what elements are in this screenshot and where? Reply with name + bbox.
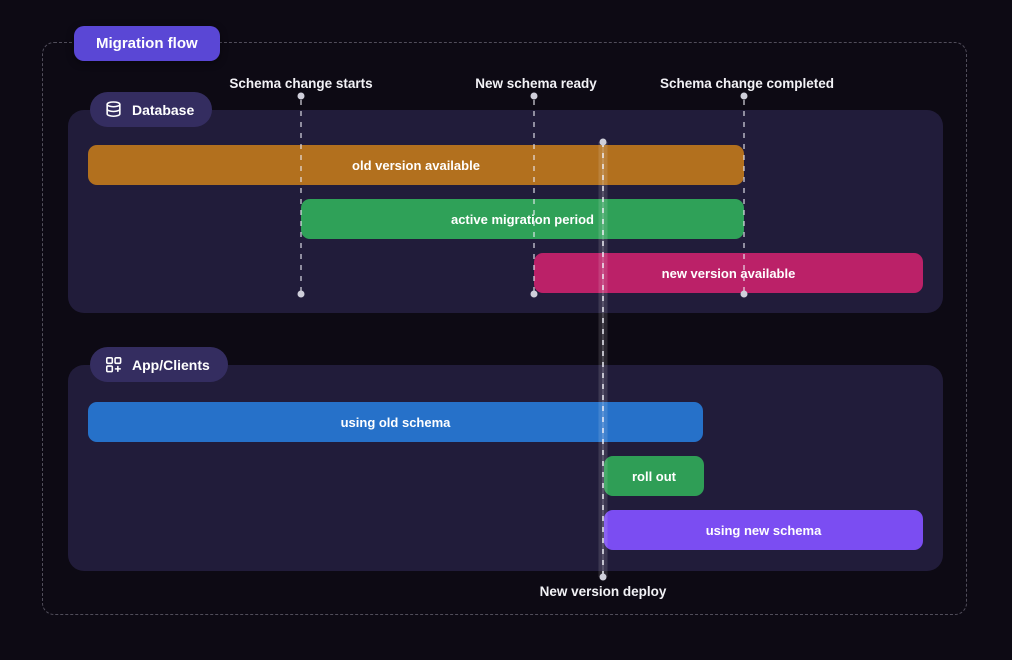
- milestone-dot-bottom-2: [530, 290, 538, 298]
- database-section-label: Database: [132, 101, 195, 118]
- bar-label: new version available: [661, 265, 796, 281]
- deploy-line: [602, 142, 604, 577]
- bar-label: using old schema: [340, 414, 451, 430]
- milestone-label-schema-change-starts: Schema change starts: [229, 76, 373, 91]
- bar-using-old-schema: using old schema: [88, 402, 703, 442]
- milestone-line-schema-change-completed: [743, 100, 745, 294]
- deploy-dot-top: [599, 138, 607, 146]
- bar-roll-out: roll out: [604, 456, 704, 496]
- milestone-label-new-schema-ready: New schema ready: [475, 76, 597, 91]
- milestone-dot-top-3: [740, 92, 748, 100]
- app-clients-section-label: App/Clients: [132, 356, 210, 373]
- deploy-marker-label: New version deploy: [539, 584, 667, 599]
- bar-new-version-available: new version available: [534, 253, 923, 293]
- bar-old-version-available: old version available: [88, 145, 744, 185]
- bar-label: active migration period: [450, 211, 595, 227]
- diagram-frame: [42, 42, 967, 615]
- diagram-title: Migration flow: [96, 35, 198, 52]
- database-section-pill: Database: [90, 92, 213, 127]
- bar-using-new-schema: using new schema: [604, 510, 923, 550]
- milestone-dot-bottom-1: [297, 290, 305, 298]
- milestone-line-schema-change-starts: [300, 100, 302, 294]
- milestone-label-schema-change-completed: Schema change completed: [659, 76, 835, 91]
- database-icon: [104, 100, 123, 119]
- milestone-line-new-schema-ready: [533, 100, 535, 294]
- bar-label: old version available: [352, 157, 480, 173]
- milestone-dot-bottom-3: [740, 290, 748, 298]
- apps-grid-icon: [104, 355, 123, 374]
- milestone-dot-top-2: [530, 92, 538, 100]
- deploy-dot-bottom: [599, 573, 607, 581]
- bar-active-migration-period: active migration period: [301, 199, 744, 239]
- bar-label: using new schema: [705, 522, 822, 538]
- milestone-dot-top-1: [297, 92, 305, 100]
- diagram-title-badge: Migration flow: [74, 26, 220, 61]
- app-clients-section-pill: App/Clients: [90, 347, 228, 382]
- bar-label: roll out: [631, 468, 677, 484]
